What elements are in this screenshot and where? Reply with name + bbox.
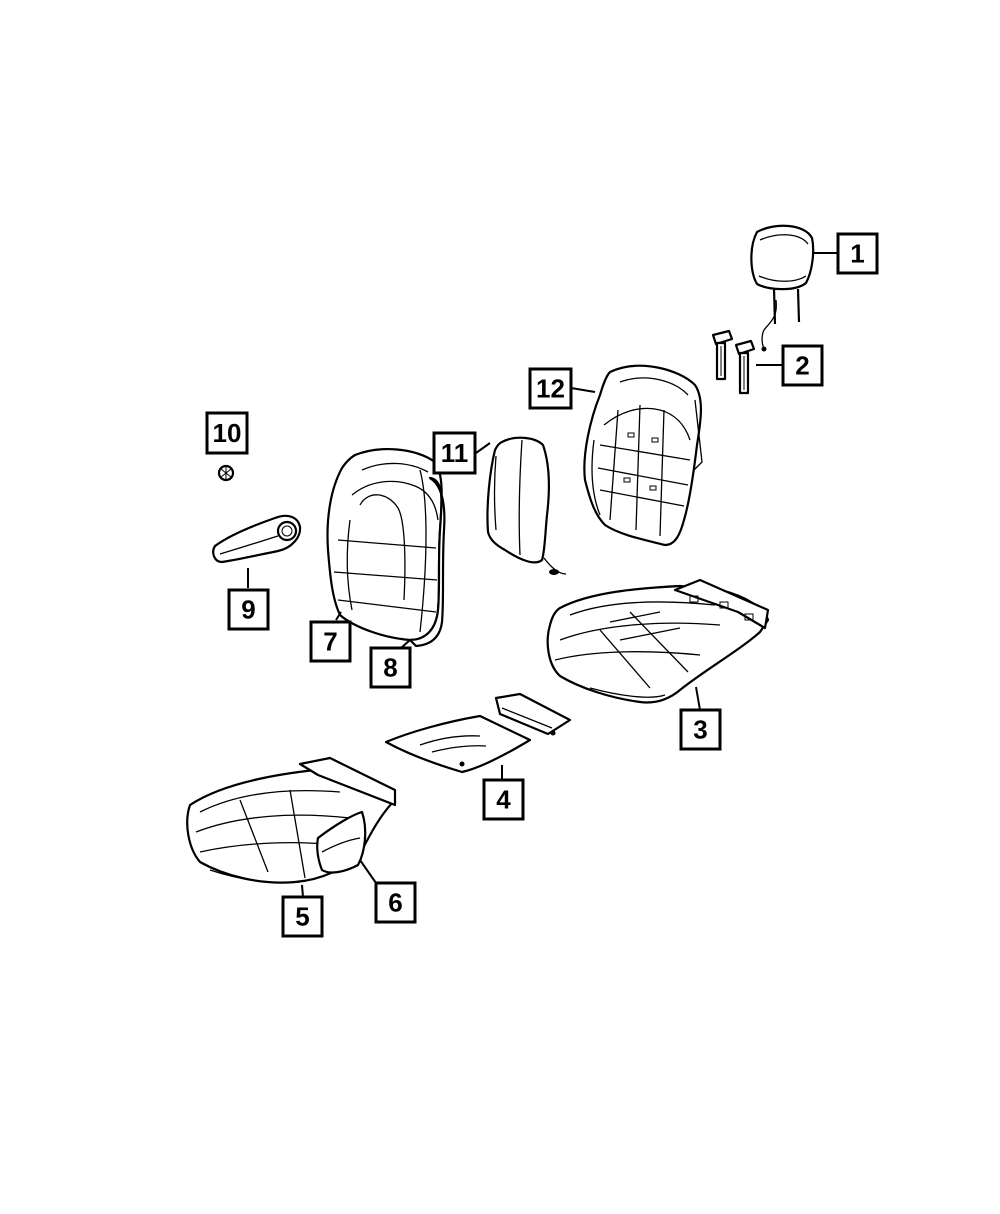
armrest-cap-drawing[interactable] [217,464,235,482]
seatback-heater-drawing[interactable] [486,436,567,575]
callout-9: 9 [227,588,270,631]
seat-heater-drawing[interactable] [384,692,572,774]
callout-1: 1 [836,232,879,275]
callout-6: 6 [374,881,417,924]
callout-4-label: 4 [496,785,511,815]
callout-12: 12 [528,367,573,410]
callout-10-label: 10 [213,418,242,448]
callout-11: 11 [432,431,477,475]
callout-5: 5 [281,895,324,938]
callout-6-label: 6 [388,888,402,918]
seatback-cover-drawing[interactable] [326,448,443,642]
callout-2-label: 2 [795,351,809,381]
callout-4: 4 [482,778,525,821]
callout-5-label: 5 [295,902,309,932]
callout-10: 10 [205,411,249,455]
callout-7-label: 7 [323,627,337,657]
callout-11-label: 11 [441,438,469,468]
callout-3: 3 [679,708,722,751]
seatback-foam-drawing[interactable] [408,476,446,648]
callout-3-label: 3 [693,715,707,745]
seatback-frame-drawing[interactable] [583,364,703,547]
guide-sleeves-drawing[interactable] [711,329,756,395]
seat-cushion-frame-drawing[interactable] [546,578,770,704]
callout-8: 8 [369,646,412,689]
callout-8-label: 8 [383,653,397,683]
callout-7: 7 [309,620,352,663]
callout-2: 2 [781,344,824,387]
leader-lines [247,252,838,898]
callout-1-label: 1 [850,239,864,269]
seat-cushion-cover-drawing[interactable] [316,810,367,874]
callout-9-label: 9 [241,595,255,625]
headrest-drawing[interactable] [750,224,815,352]
armrest-drawing[interactable] [212,514,302,564]
callout-12-label: 12 [536,374,565,404]
